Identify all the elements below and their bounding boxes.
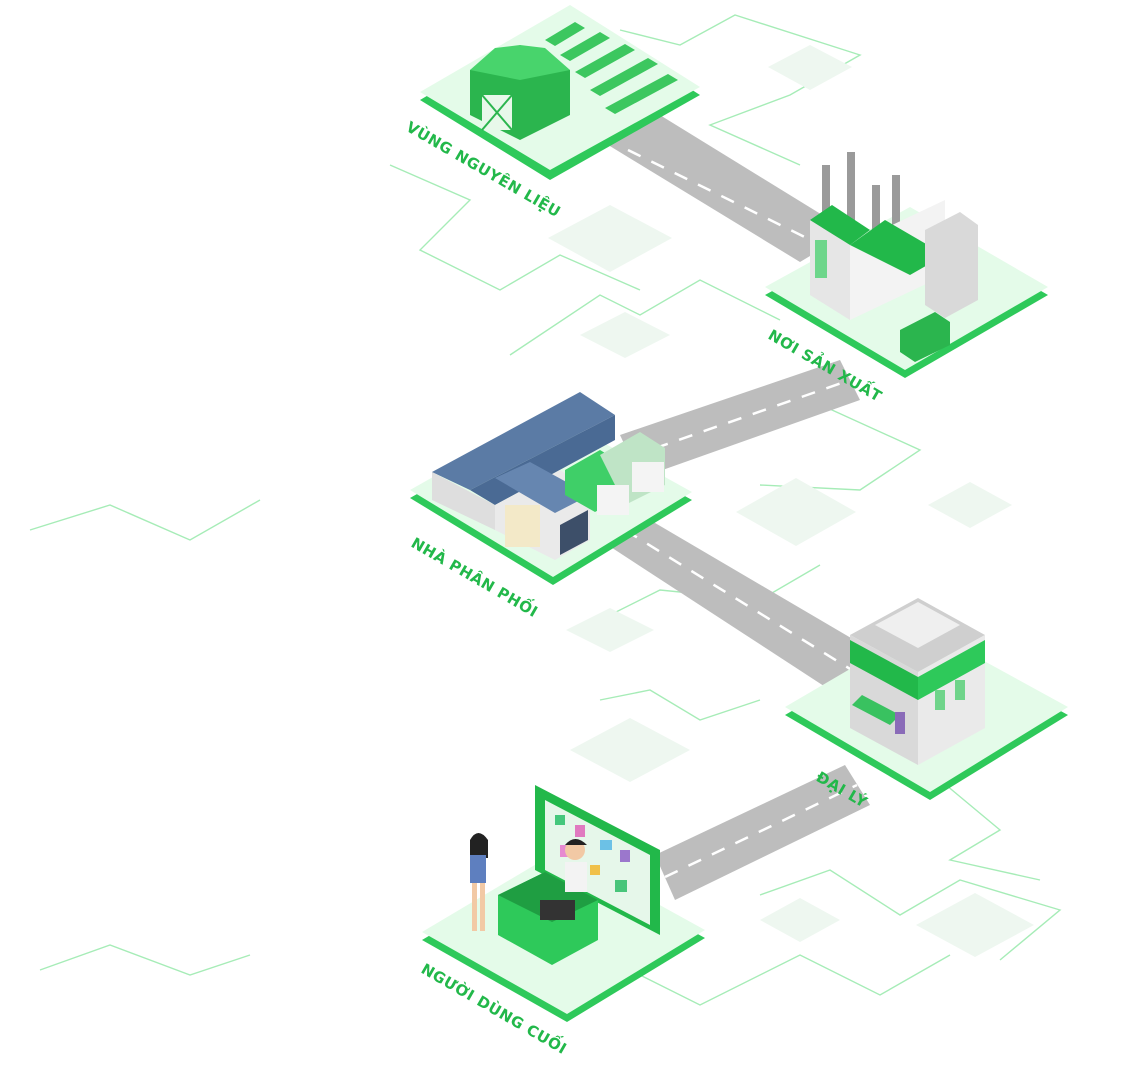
cashier-person-icon [565, 839, 587, 892]
platform-distributor [410, 392, 692, 585]
barn-icon [470, 45, 570, 140]
background-tiles [548, 45, 1034, 957]
platform-end-user [422, 785, 705, 1022]
platform-production [765, 152, 1048, 378]
platform-agent [785, 598, 1068, 800]
road-4 [655, 765, 870, 900]
roads [600, 112, 880, 900]
crop-rows [545, 22, 678, 114]
platform-raw-material [420, 5, 700, 180]
warehouse-icon [432, 392, 615, 560]
road-3 [600, 520, 880, 690]
shop-building-icon [850, 598, 985, 765]
customer-person-icon [470, 833, 488, 931]
counter-icon [498, 872, 598, 965]
store-shelf-icon [535, 785, 660, 935]
road-1 [600, 112, 850, 262]
factory-icon [810, 152, 978, 362]
truck-icon [565, 432, 665, 515]
